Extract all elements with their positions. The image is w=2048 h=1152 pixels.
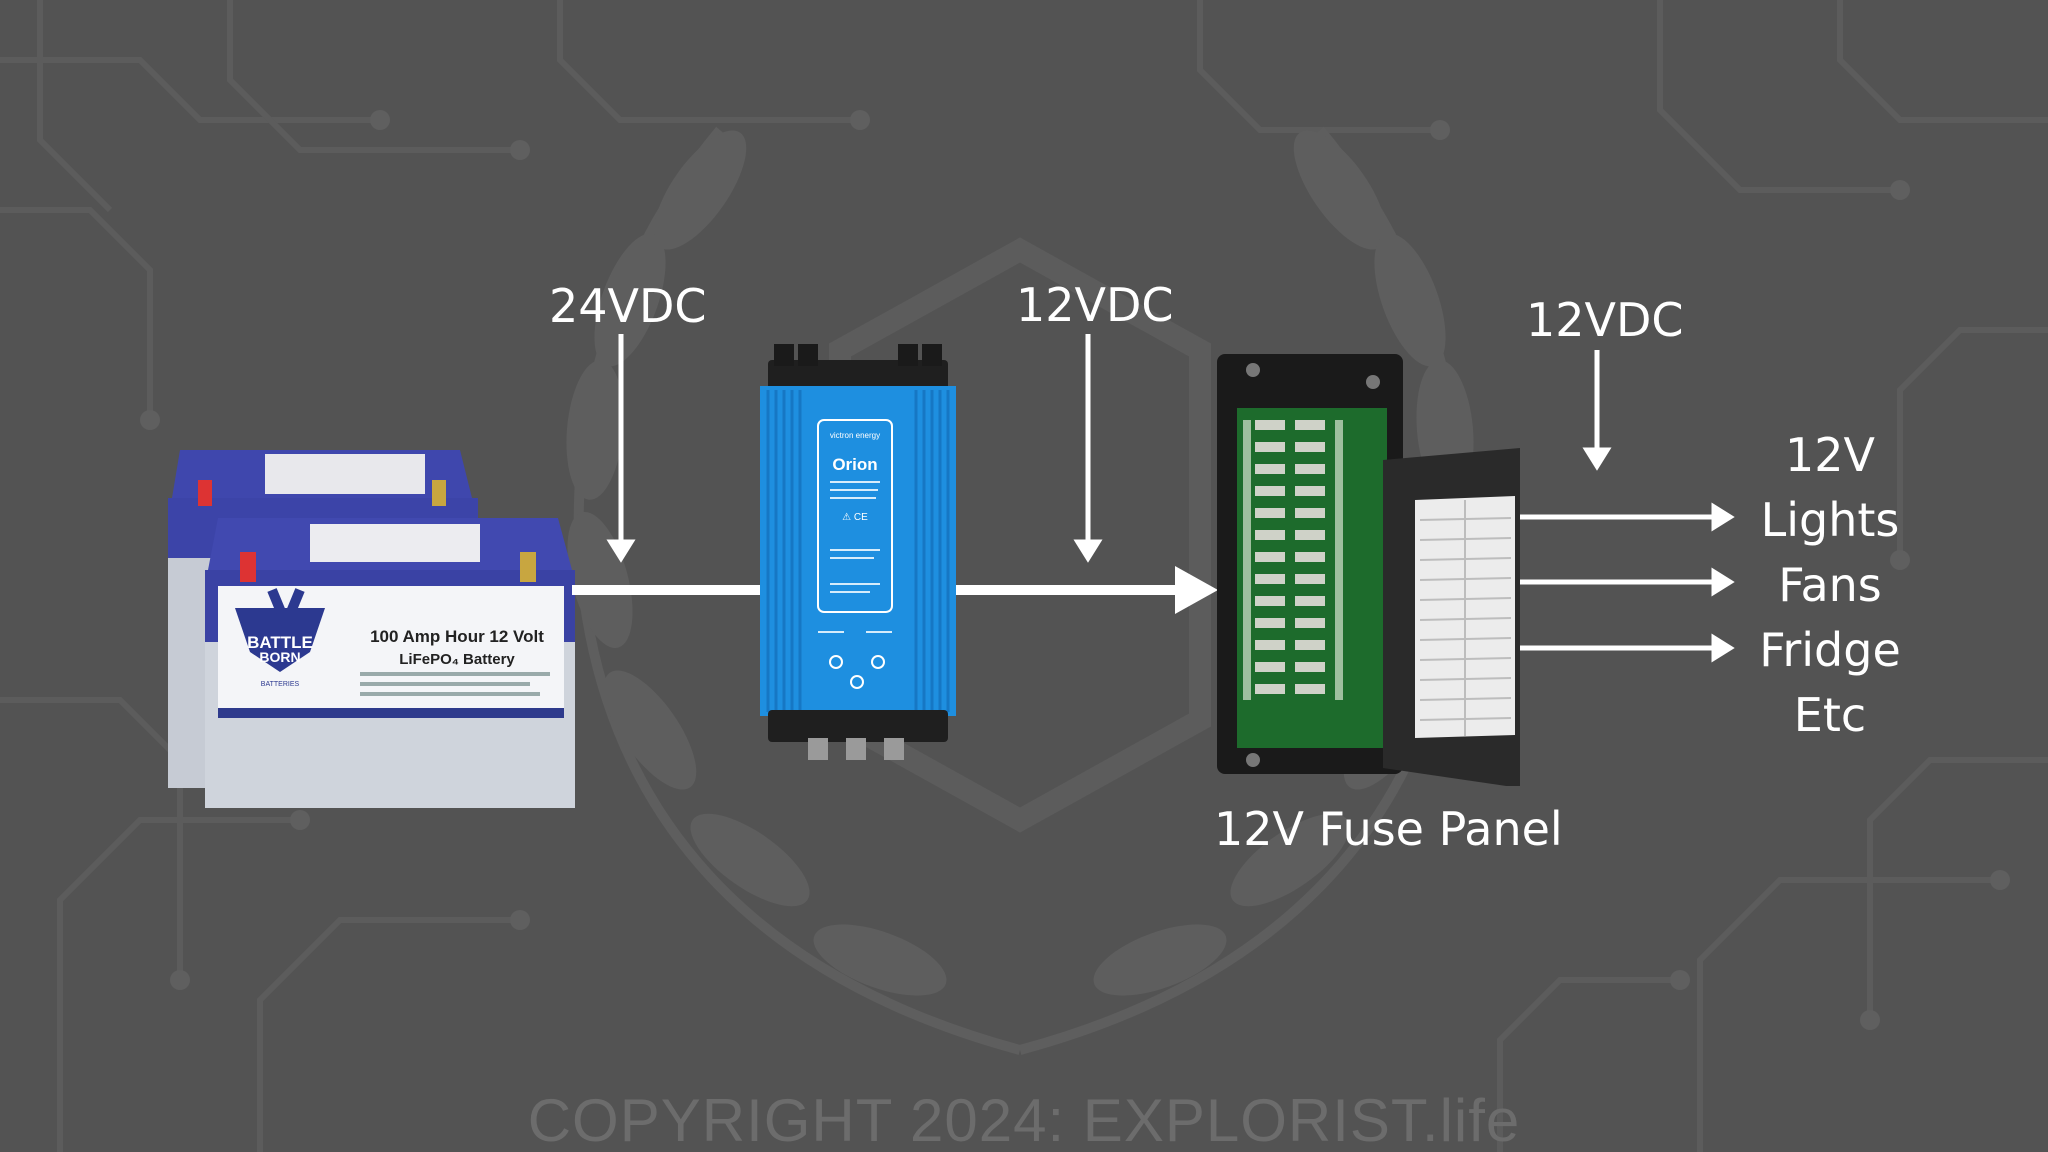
- battery-brand-line3: BATTERIES: [261, 681, 300, 688]
- battery-brand-line2: BORN: [259, 649, 300, 665]
- converter-output-voltage-label: 12VDC: [1016, 278, 1174, 332]
- panel-output-voltage-label: 12VDC: [1526, 293, 1684, 347]
- load-label-fridge: Fridge: [1759, 623, 1901, 677]
- load-label-12v: 12V: [1784, 428, 1875, 482]
- load-label-lights: Lights: [1760, 493, 1900, 547]
- arrow-right-icon: [1711, 502, 1735, 532]
- load-label-fans: Fans: [1778, 558, 1882, 612]
- arrow-right-icon: [1711, 633, 1735, 663]
- battery-brand-line1: BATTLE: [247, 633, 313, 652]
- arrow-right-icon: [1175, 566, 1218, 614]
- battery-product-line1: 100 Amp Hour 12 Volt: [370, 627, 544, 646]
- converter-brand: victron energy: [830, 431, 880, 440]
- arrow-right-icon: [1711, 567, 1735, 597]
- arrow-down-icon: [606, 539, 636, 563]
- converter-model: Orion: [832, 455, 877, 474]
- fuse-panel-label: 12V Fuse Panel: [1214, 802, 1563, 856]
- converter-marks: ⚠ CE: [842, 512, 868, 523]
- fuse-panel: [1217, 354, 1520, 786]
- input-voltage-label: 24VDC: [549, 279, 707, 333]
- battery-bank: BATTLE BORN BATTERIES 100 Amp Hour 12 Vo…: [168, 450, 575, 808]
- copyright-watermark: COPYRIGHT 2024: EXPLORIST.life: [527, 1087, 1521, 1152]
- dc-dc-converter: victron energy Orion ⚠ CE: [760, 344, 956, 760]
- battery-front: BATTLE BORN BATTERIES 100 Amp Hour 12 Vo…: [205, 518, 575, 808]
- arrow-down-icon: [1582, 447, 1612, 471]
- battery-product-line2: LiFePO₄ Battery: [399, 651, 515, 668]
- arrow-down-icon: [1073, 539, 1103, 563]
- load-label-etc: Etc: [1793, 688, 1867, 742]
